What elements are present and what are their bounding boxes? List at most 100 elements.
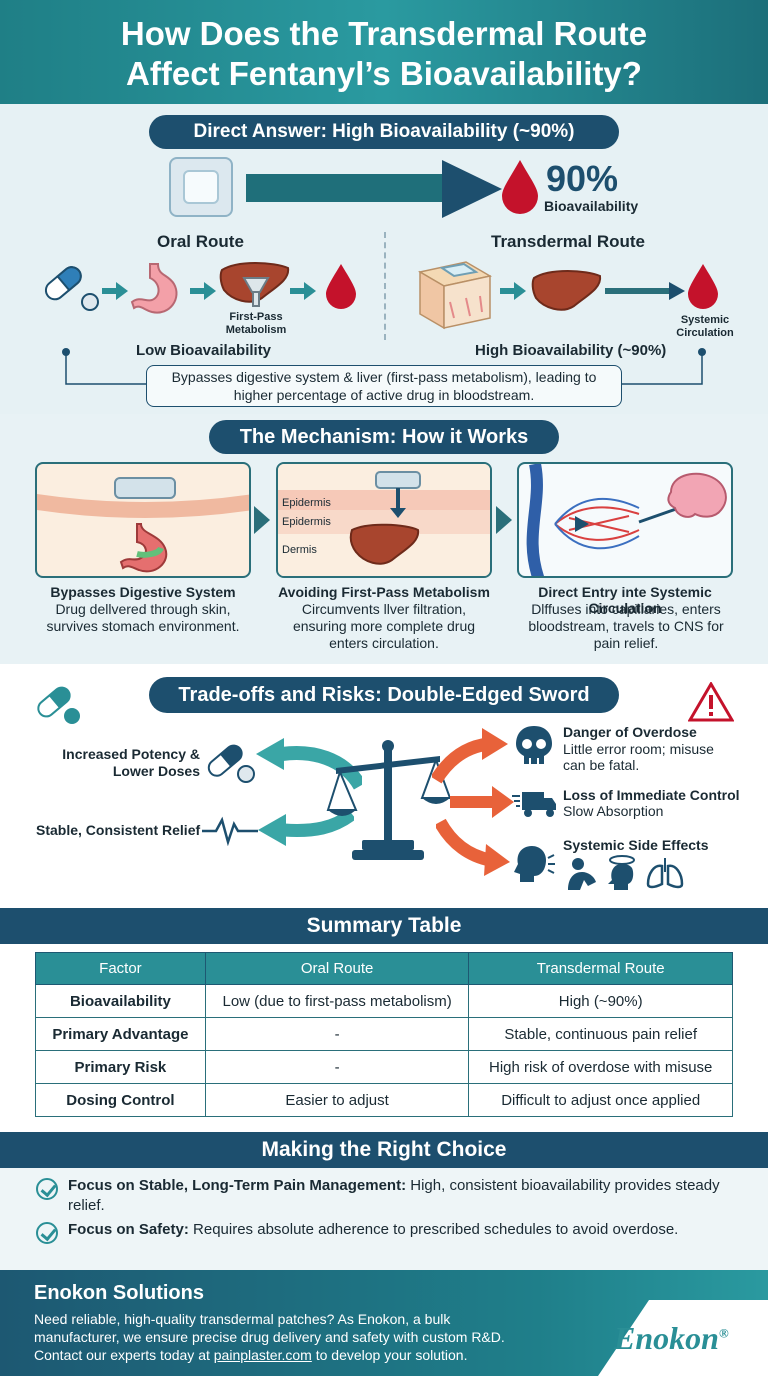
column-header: Transdermal Route [468,952,733,985]
footer-text: Need reliable, high-quality transdermal … [34,1310,614,1364]
patch-icon [169,157,233,217]
footer-line: manufacturer, we ensure precise drug del… [34,1329,505,1345]
table-cell: Primary Risk [35,1050,206,1084]
risk-control-title: Loss of Immediate Control [563,787,740,803]
bypass-note: Bypasses digestive system & liver (first… [146,365,622,407]
table-row: Primary Risk - High risk of overdose wit… [35,1050,733,1084]
table-cell: Dosing Control [35,1083,206,1117]
layer-label: Epidermis [282,497,331,509]
arrow-icon [290,282,316,300]
delivery-truck-icon [512,792,556,817]
mechanism-step-title: Avoiding First-Pass Metabolism [278,584,490,600]
table-cell: - [204,1017,470,1051]
pro-stable-label: Stable, Consistent Relief [36,822,201,838]
table-row: Dosing Control Easier to adjust Difficul… [35,1083,733,1117]
layer-label: Epidermis [282,516,331,528]
table-cell: High (~90%) [468,984,733,1018]
pro-arrow-lower [258,808,354,846]
arrow-icon [190,282,216,300]
footer-link[interactable]: painplaster.com [213,1347,312,1363]
pulse-wave-icon [202,816,258,846]
risk-overdose-title: Danger of Overdose [563,724,697,740]
stomach-icon [130,263,178,314]
direct-answer-heading: Direct Answer: High Bioavailability (~90… [149,115,619,149]
mechanism-step-title: Direct Entry inte Systemic Circulation [538,584,712,616]
risk-side-effects-title: Systemic Side Effects [563,837,709,853]
risk-overdose-body: Little error room; misuse can be fatal. [563,741,714,773]
choice-item: Focus on Stable, Long-Term Pain Manageme… [68,1176,744,1216]
risk-arrow-middle [450,786,514,818]
footer-text-segment: Contact our experts today at [34,1347,214,1363]
skull-icon [516,726,552,764]
pills-icon [37,686,80,724]
blood-drop-icon [688,264,718,309]
arrow-icon [102,282,128,300]
mechanism-card-systemic [517,462,733,578]
choice-item-text: Requires absolute adherence to prescribe… [188,1221,679,1238]
table-row: Primary Advantage - Stable, continuous p… [35,1017,733,1051]
column-header: Oral Route [204,952,470,985]
mechanism-step-body: Circumvents llver filtration, ensuring m… [292,601,476,651]
logo-mark: ® [718,1325,729,1341]
table-cell: Low (due to first-pass metabolism) [204,984,470,1018]
table-cell: Stable, continuous pain relief [468,1017,733,1051]
table-cell: Difficult to adjust once applied [468,1083,733,1117]
coughing-head-icon [514,846,555,882]
skin-layers-icon [417,261,493,330]
risk-control-body: Slow Absorption [563,803,664,819]
capillaries-brain-illustration [526,464,727,576]
pro-arrow-upper [256,738,362,790]
choice-item: Focus on Safety: Requires absolute adher… [68,1220,744,1240]
chevron-right-icon [254,506,270,534]
mechanism-step-body: Dlffuses into capillaries, enters bloods… [528,601,724,651]
page-title: How Does the Transdermal Route Affect Fe… [120,15,648,92]
footer-line: Contact our experts today at painplaster… [34,1346,614,1364]
systemic-circulation-label: Systemic Circulation [676,314,734,339]
oral-route-title: Oral Route [157,232,244,251]
choice-heading: Making the Right Choice [0,1132,768,1168]
transdermal-result: High Bioavailability (~90%) [475,342,667,359]
mechanism-heading: The Mechanism: How it Works [209,420,559,454]
mechanism-step-body: Drug dellvered through skin, survives st… [46,601,240,634]
table-cell: High risk of overdose with misuse [468,1050,733,1084]
check-circle-icon [36,1178,58,1200]
risk-arrow-upper [432,728,508,784]
pill-capsule-icon [44,266,99,311]
mechanism-card-first-pass: Epidermis Epidermis Dermis [276,462,492,578]
mechanism-step-title: Bypasses Digestive System [50,584,236,600]
check-circle-icon [36,1222,58,1244]
footer-text-segment: to develop your solution. [311,1347,468,1363]
table-header-row: Factor Oral Route Transdermal Route [35,952,733,985]
long-arrow-icon [605,282,685,300]
logo-text: Enokon [614,1320,719,1356]
table-cell: - [204,1050,470,1084]
liver-filter-icon [219,262,290,307]
footer-line: Need reliable, high-quality transdermal … [34,1311,451,1327]
first-pass-label: First-Pass Metabolism [225,311,287,336]
skin-stomach-illustration [37,477,249,573]
enokon-logo: Enokon® [614,1320,729,1357]
choice-item-bold: Focus on Safety: [68,1221,189,1238]
layer-label: Dermis [282,544,317,556]
tradeoffs-heading: Trade-offs and Risks: Double-Edged Sword [149,677,619,713]
bioavailability-percent: 90% [546,158,619,199]
chevron-right-icon [496,506,512,534]
route-divider [384,232,386,340]
choice-item-text: High, consistent bioavailability provide… [68,1177,720,1214]
summary-table: Factor Oral Route Transdermal Route Bioa… [35,952,733,1117]
table-cell: Bioavailability [35,984,206,1018]
column-header: Factor [35,952,206,985]
header: How Does the Transdermal Route Affect Fe… [0,0,768,104]
arrow-icon [500,282,526,300]
connector-lines [62,348,706,385]
dizzy-head-icon [608,855,635,890]
pro-potency-label: Increased Potency & Lower Doses [62,746,200,779]
table-row: Bioavailability Low (due to first-pass m… [35,984,733,1018]
oral-result: Low Bioavailability [136,342,272,359]
liver-icon [531,270,602,311]
bioavailability-percent-label: Bioavailability [544,198,639,214]
risk-arrow-lower [436,818,510,876]
nausea-icon [568,858,596,890]
blood-drop-icon [502,160,538,214]
